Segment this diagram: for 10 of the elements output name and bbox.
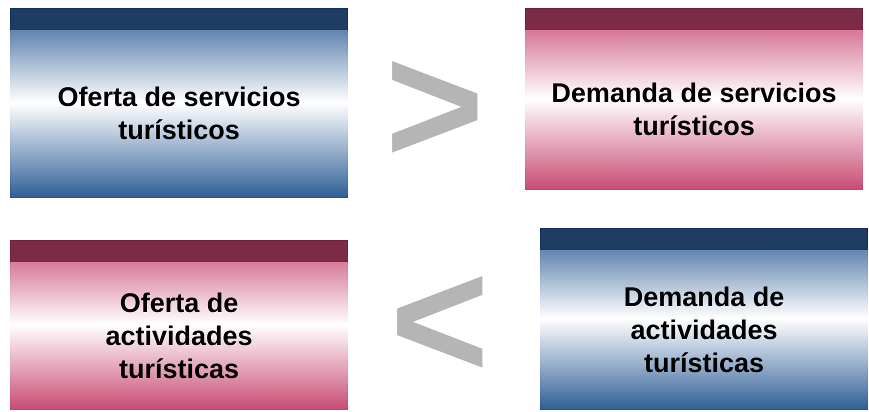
process-box (10, 8, 348, 198)
box-label: Demanda de actividades turísticas (622, 280, 786, 380)
process-box (525, 8, 863, 190)
comparison-sign: > (385, 20, 484, 190)
comparison-sign: < (390, 235, 490, 405)
process-box (540, 228, 868, 410)
box-label: Oferta de servicios turísticos (56, 81, 302, 147)
process-box (10, 240, 348, 410)
box-label: Oferta de actividades turísticas (104, 286, 254, 386)
box-label: Demanda de servicios turísticos (550, 77, 838, 143)
